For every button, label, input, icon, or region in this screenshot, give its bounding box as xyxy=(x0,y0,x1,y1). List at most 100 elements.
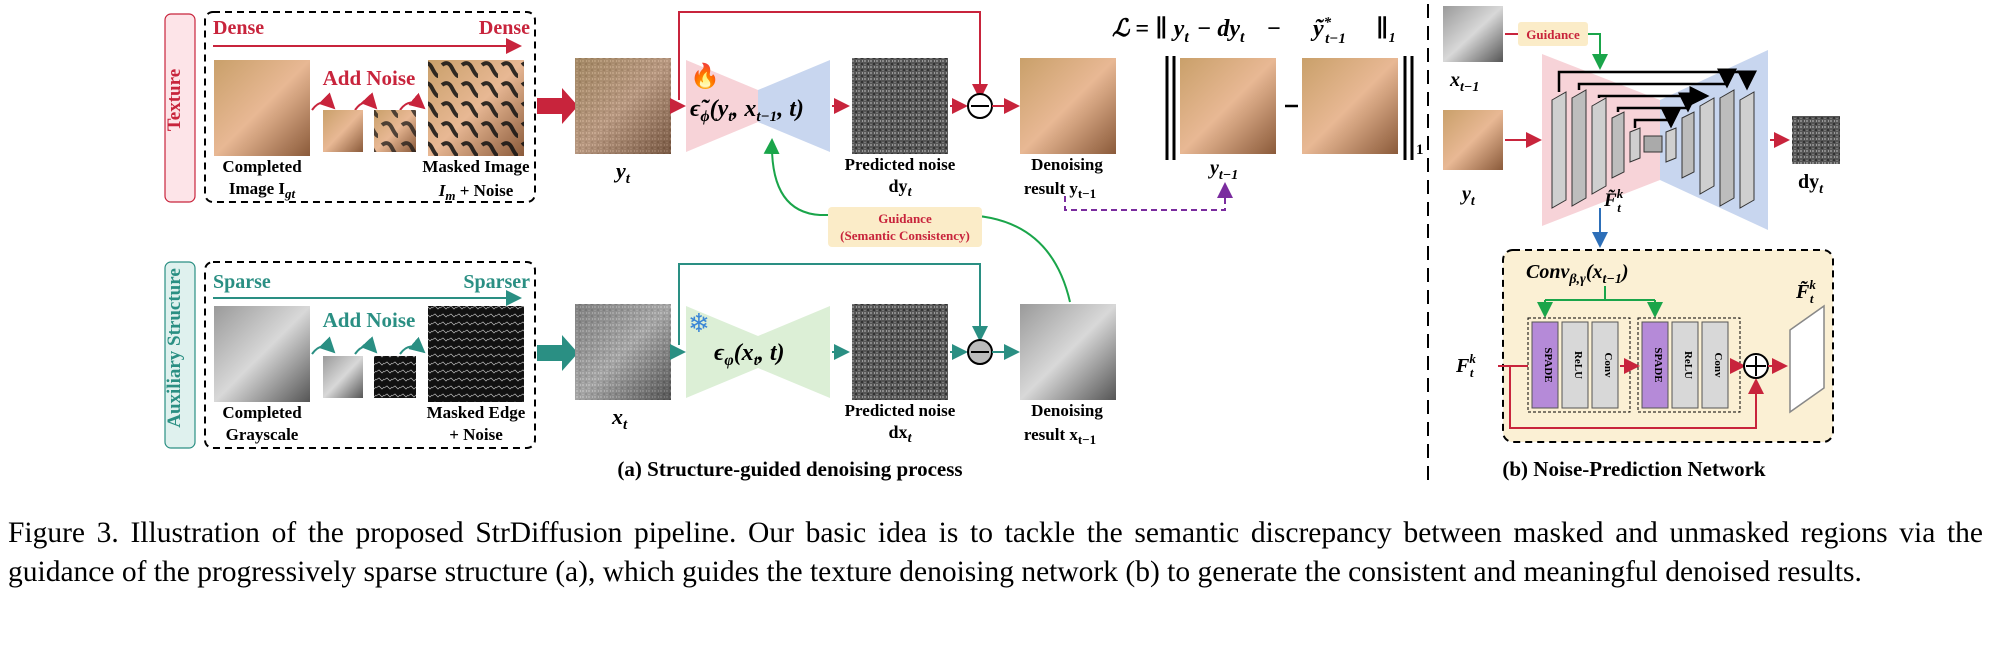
flame-icon: 🔥 xyxy=(690,62,720,90)
texture-step-image-1 xyxy=(323,110,363,152)
panel-b-guidance-label: Guidance xyxy=(1526,27,1580,42)
structure-density-end: Sparser xyxy=(463,271,530,293)
unet-block-10 xyxy=(1739,91,1755,209)
structure-completed-caption-1: Completed xyxy=(222,403,302,422)
pipeline-figure: Texture Dense Dense Add Noise Completed … xyxy=(164,4,1840,481)
structure-masked-edge-image xyxy=(428,306,524,402)
texture-masked-caption-1: Masked Image xyxy=(422,157,530,176)
guidance-box xyxy=(828,207,982,247)
structure-masked-caption-1: Masked Edge xyxy=(427,403,526,422)
red-skip-connection xyxy=(678,11,988,100)
yt-image-noise xyxy=(575,58,671,154)
structure-network-shape xyxy=(686,306,758,398)
texture-dyt-label: dyt xyxy=(889,176,913,200)
panel-b-guidance-box xyxy=(1518,22,1588,46)
structure-side-box xyxy=(164,261,196,449)
unet-block-4 xyxy=(1611,111,1625,179)
structure-noise-arrow-3 xyxy=(399,336,426,355)
panel-b-dyt-image xyxy=(1792,116,1840,164)
unet-skip-3 xyxy=(1597,86,1710,106)
structure-side-label: Auxiliary Structure xyxy=(164,268,185,428)
panel-b-title: (b) Noise-Prediction Network xyxy=(1502,457,1766,481)
unet-skip-5 xyxy=(1633,108,1681,129)
loss-yt1-image xyxy=(1180,58,1276,154)
unet-block-2 xyxy=(1571,89,1587,207)
purple-dashed-arrow xyxy=(1064,182,1233,211)
res-block-1 xyxy=(1527,317,1631,413)
panel-b-y-label: yt xyxy=(1460,183,1476,209)
add-noise-label-texture: Add Noise xyxy=(323,66,416,90)
panel-a-title: (a) Structure-guided denoising process xyxy=(617,457,962,481)
spade-1 xyxy=(1531,321,1559,409)
add-noise-label-structure: Add Noise xyxy=(323,308,416,332)
unet-block-9 xyxy=(1719,89,1735,207)
texture-step-image-2-mask xyxy=(374,110,416,152)
unet-block-7 xyxy=(1681,111,1695,179)
relu-1 xyxy=(1561,321,1589,409)
xt-label: xt xyxy=(611,404,628,433)
structure-density-start: Sparse xyxy=(213,271,271,293)
structure-dxt-label: dxt xyxy=(889,422,913,446)
panel-b-dyt-label: dyt xyxy=(1798,171,1824,197)
texture-completed-caption-1: Completed xyxy=(222,157,302,176)
texture-dashed-box xyxy=(204,11,536,203)
texture-side-box xyxy=(164,13,196,203)
conv-1-label: Conv xyxy=(1602,352,1614,378)
texture-completed-caption-2: Image Igt xyxy=(229,179,296,201)
snowflake-icon: ❄ xyxy=(688,309,710,338)
output-feature-map xyxy=(1789,304,1825,414)
teal-skip-connection xyxy=(678,263,988,345)
texture-masked-image-mask xyxy=(428,60,524,156)
structure-predicted-noise-image xyxy=(852,304,948,400)
structure-fat-arrow xyxy=(537,335,578,371)
unet-skip-2 xyxy=(1577,68,1737,90)
structure-epsilon-formula: ϵφ(xt, t) xyxy=(714,340,785,369)
texture-denoising-caption-2: result yt−1 xyxy=(1024,179,1096,201)
loss-formula: ℒ = ∥ yt− dyt−ỹ*t−1∥1 xyxy=(1112,15,1396,47)
unet-block-5 xyxy=(1629,127,1641,163)
structure-completed-caption-2: Grayscale xyxy=(226,425,299,444)
xt-image-noise xyxy=(575,304,671,400)
texture-network-shape xyxy=(686,60,758,152)
fk-residual-line xyxy=(1509,366,1764,429)
structure-completed-image xyxy=(214,306,310,402)
guidance-label-2: (Semantic Consistency) xyxy=(840,228,970,243)
texture-masked-caption-2: Im + Noise xyxy=(438,181,514,203)
loss-target-image xyxy=(1302,58,1398,154)
figure-caption-text: Figure 3. Illustration of the proposed S… xyxy=(8,517,1983,588)
unet-block-6 xyxy=(1665,127,1677,163)
structure-network-shape-right xyxy=(758,306,830,398)
res-block-2 xyxy=(1637,317,1741,413)
texture-completed-image xyxy=(214,60,310,156)
panel-b-xt1-image xyxy=(1443,6,1503,62)
panel-b-guidance-arrow xyxy=(1588,33,1608,70)
structure-noise-arrow-2 xyxy=(354,336,378,355)
structure-noise-arrow-1 xyxy=(311,336,336,355)
spade-1-label: SPADE xyxy=(1542,347,1554,382)
texture-noise-arrow-3 xyxy=(399,92,426,111)
conv-1 xyxy=(1591,321,1619,409)
spade-2-label: SPADE xyxy=(1652,347,1664,382)
structure-dashed-box xyxy=(204,261,536,449)
relu-2-label: ReLU xyxy=(1682,351,1694,379)
panel-b-x-label: xt−1 xyxy=(1449,69,1479,95)
unet-bottleneck xyxy=(1643,135,1663,153)
structure-denoising-result-image xyxy=(1020,304,1116,400)
figure-caption: Figure 3. Illustration of the proposed S… xyxy=(8,514,1983,592)
structure-step-image-2 xyxy=(374,356,416,398)
guidance-label-1: Guidance xyxy=(878,211,932,226)
structure-step-image-1 xyxy=(323,356,363,398)
unet-block-1 xyxy=(1551,91,1567,209)
conv-2 xyxy=(1701,321,1729,409)
texture-fat-arrow xyxy=(537,88,578,124)
texture-noise-arrow-2 xyxy=(354,92,378,111)
texture-denoising-caption-1: Denoising xyxy=(1031,155,1103,174)
texture-denoising-result-image xyxy=(1020,58,1116,154)
texture-row: Texture Dense Dense Add Noise Completed … xyxy=(164,11,1233,211)
unet-skip-4 xyxy=(1616,92,1698,113)
structure-row: Auxiliary Structure Sparse Sparser Add N… xyxy=(164,261,1116,449)
structure-masked-caption-2: + Noise xyxy=(449,425,503,444)
